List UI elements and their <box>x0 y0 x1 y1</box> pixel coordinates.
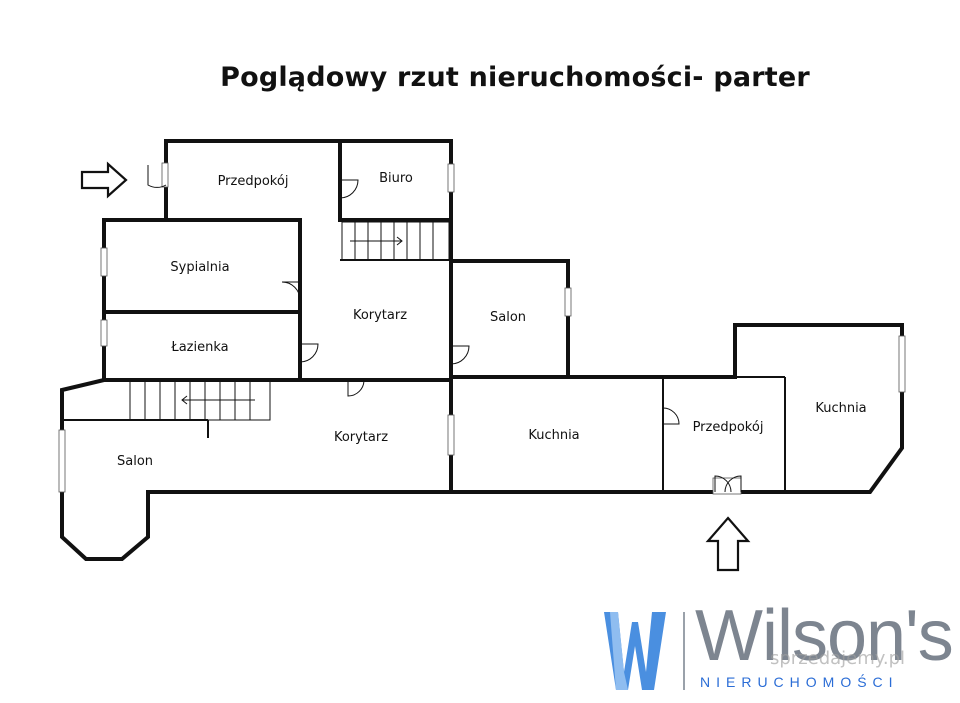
room-label-przedpokoj-right: Przedpokój <box>693 420 764 435</box>
room-label-kuchnia-center: Kuchnia <box>528 428 579 443</box>
room-labels: Przedpokój Biuro Sypialnia Korytarz Salo… <box>117 171 867 469</box>
interior-walls <box>62 139 786 494</box>
watermark: sprzedajemy.pl <box>770 648 906 669</box>
w-logo-icon <box>604 612 666 690</box>
stairs-upper <box>341 221 450 261</box>
room-label-salon-upper: Salon <box>490 310 526 325</box>
room-label-korytarz-upper: Korytarz <box>353 308 407 323</box>
brand-divider <box>683 612 685 690</box>
room-label-sypialnia: Sypialnia <box>170 260 229 275</box>
room-label-kuchnia-right: Kuchnia <box>815 401 866 416</box>
brand-name: Wilson's <box>695 596 954 676</box>
arrow-right-icon <box>80 161 128 199</box>
doors <box>147 165 742 493</box>
room-label-salon-left: Salon <box>117 454 153 469</box>
stairs-lower <box>129 379 271 421</box>
room-label-korytarz-lower: Korytarz <box>334 430 388 445</box>
brand-subtitle: NIERUCHOMOŚCI <box>700 674 899 690</box>
windows <box>58 162 906 495</box>
outer-walls <box>60 139 904 561</box>
room-label-lazienka: Łazienka <box>170 340 228 355</box>
arrow-up-icon <box>705 516 751 572</box>
room-label-biuro: Biuro <box>379 171 413 186</box>
room-label-przedpokoj-top: Przedpokój <box>218 174 289 189</box>
plan-title: Poglądowy rzut nieruchomości- parter <box>220 62 810 93</box>
